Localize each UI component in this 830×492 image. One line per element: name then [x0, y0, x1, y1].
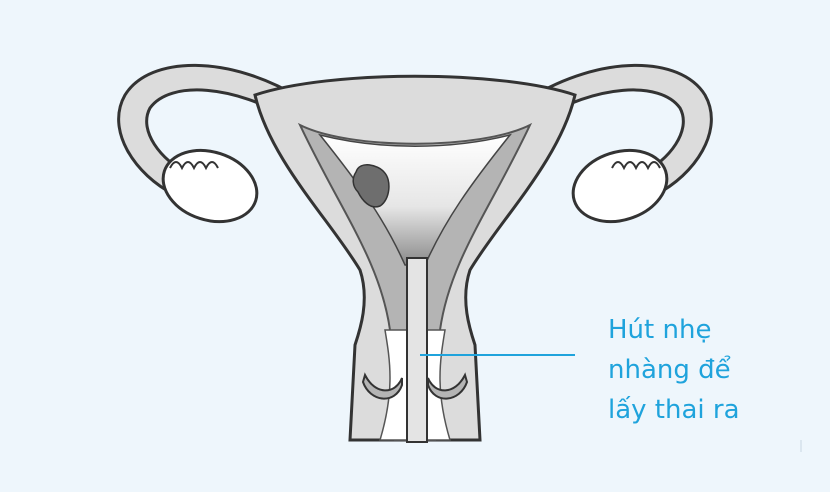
annotation-line-3: lấy thai ra — [608, 392, 740, 428]
annotation-line-2: nhàng để — [608, 352, 731, 388]
left-ovary — [154, 139, 266, 233]
suction-cannula — [407, 258, 427, 442]
right-ovary — [564, 139, 676, 233]
annotation-line-1: Hút nhẹ — [608, 312, 711, 348]
